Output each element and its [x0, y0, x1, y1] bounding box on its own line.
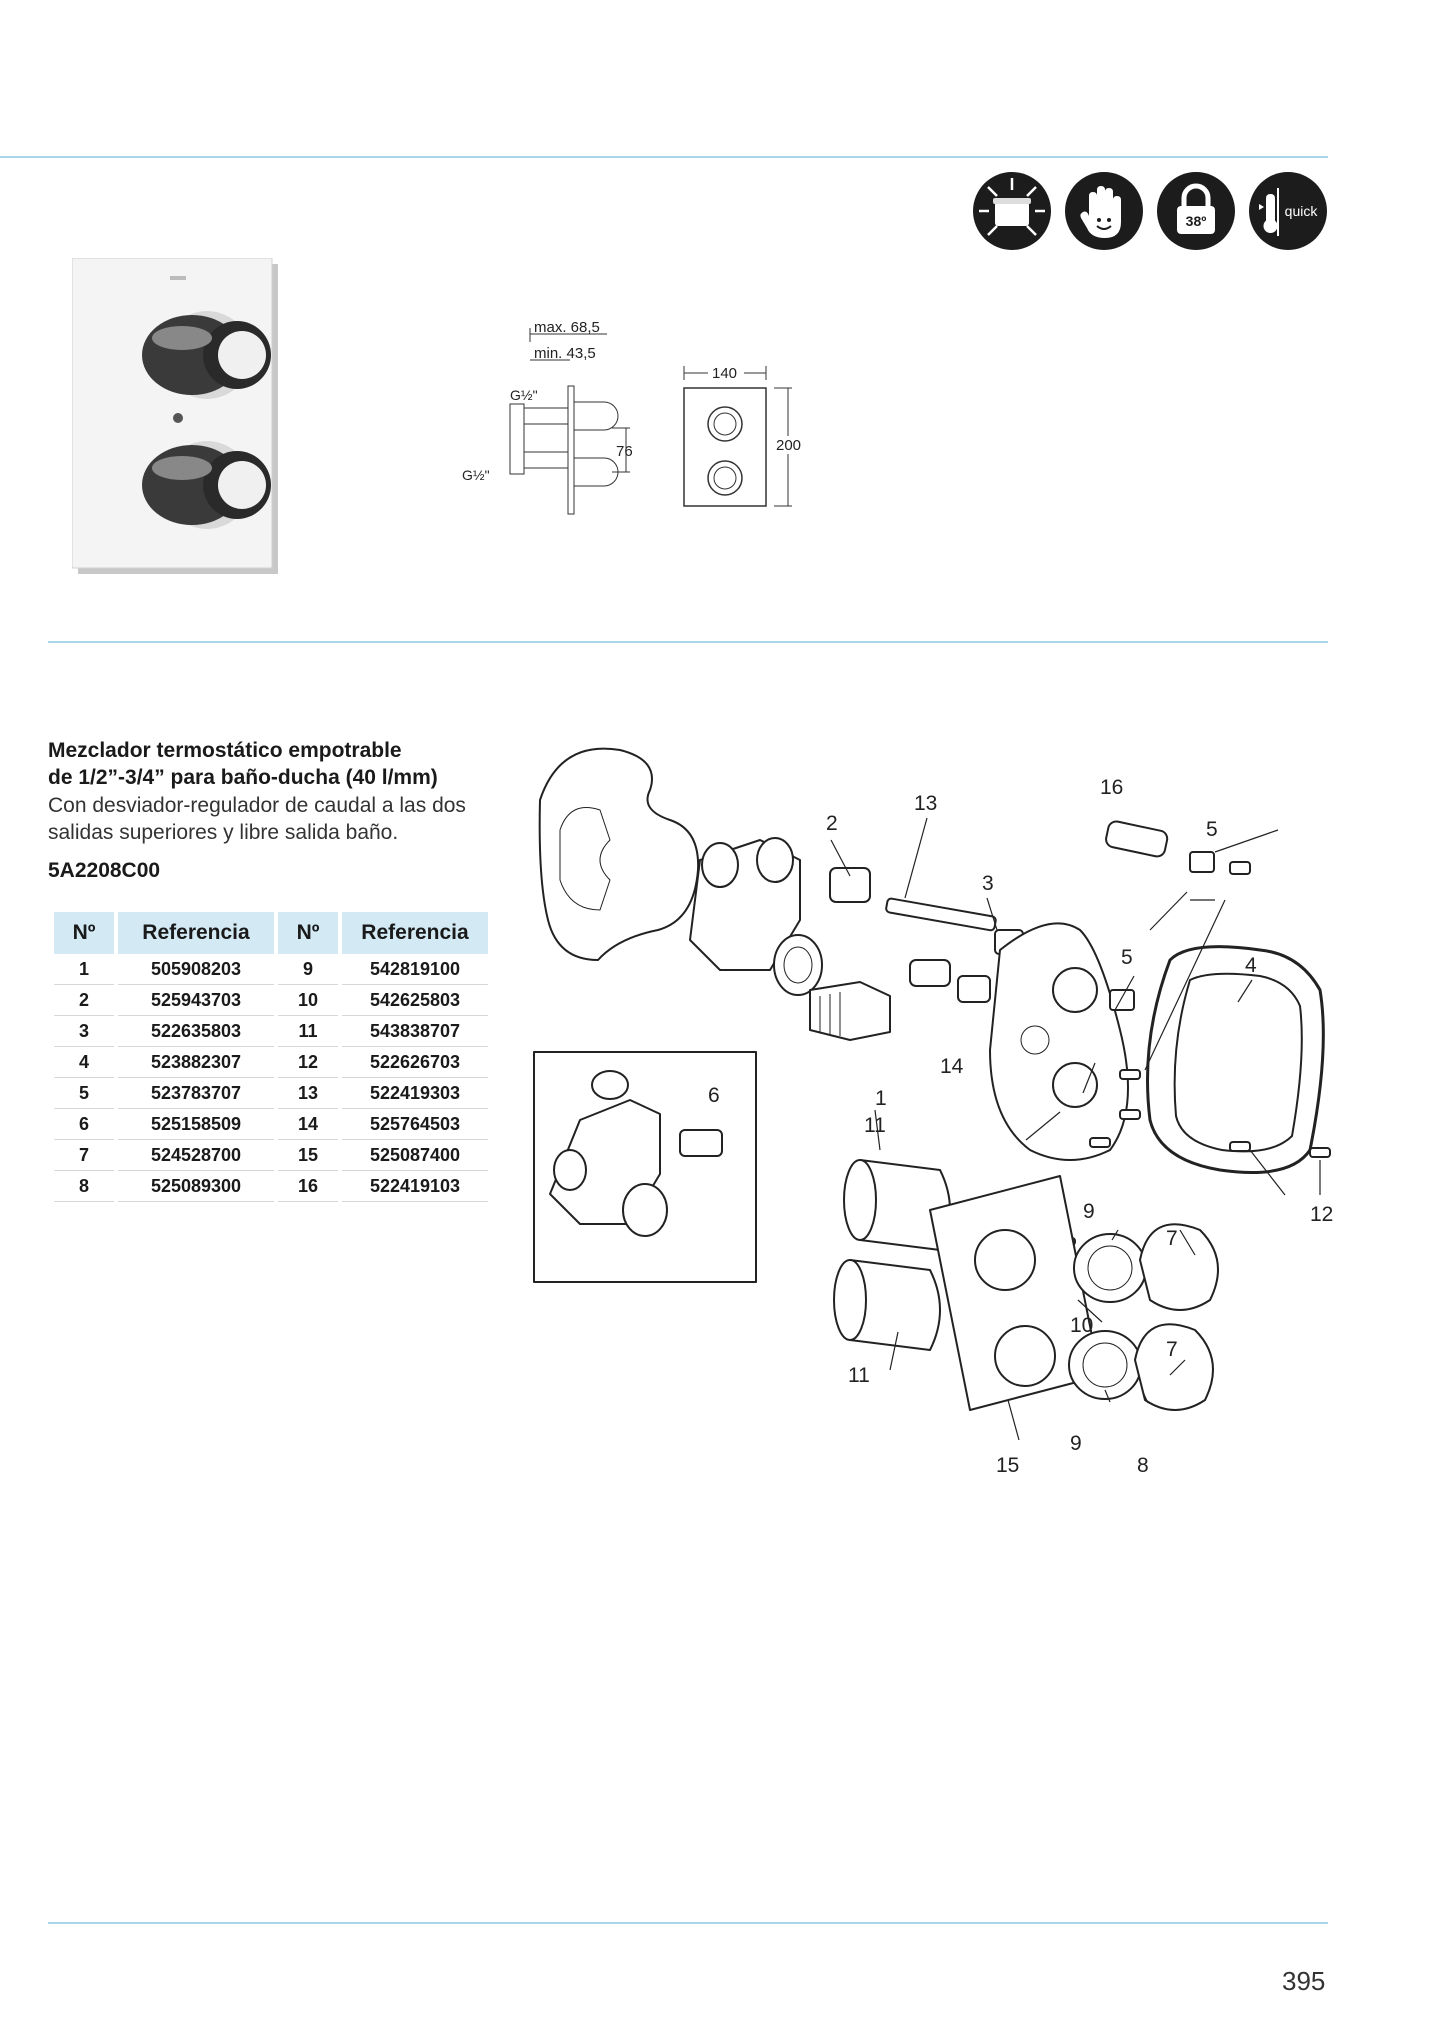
spacing-label: 76	[616, 443, 633, 460]
bottom-rule	[48, 1922, 1328, 1924]
plate-width-label: 140	[712, 365, 737, 382]
reference-cell: 523783707	[118, 1078, 274, 1109]
part-number-cell: 9	[278, 954, 338, 985]
reference-cell: 542625803	[342, 985, 488, 1016]
product-title: Mezclador termostático empotrable de 1/2…	[48, 737, 528, 791]
part-number-cell: 12	[278, 1047, 338, 1078]
part-label: 11	[848, 1364, 870, 1387]
reference-cell: 525158509	[118, 1109, 274, 1140]
part-number-cell: 16	[278, 1171, 338, 1202]
quick-thermometer-icon: quick	[1249, 172, 1327, 250]
part-number-cell: 3	[54, 1016, 114, 1047]
part-number-cell: 11	[278, 1016, 338, 1047]
part-label: 11	[864, 1114, 886, 1137]
part-number-cell: 1	[54, 954, 114, 985]
column-header-number: Nº	[54, 912, 114, 954]
part-label: 6	[708, 1084, 720, 1107]
hot-water-burst-icon	[973, 172, 1051, 250]
product-description: Con desviador-regulador de caudal a las …	[48, 792, 528, 846]
child-safe-hand-icon	[1065, 172, 1143, 250]
thread-top-label: G½"	[510, 387, 538, 403]
part-number-cell: 5	[54, 1078, 114, 1109]
part-label: 5	[1121, 946, 1133, 969]
part-label: 9	[1083, 1200, 1095, 1223]
part-label: 5	[1206, 818, 1218, 841]
column-header-number: Nº	[278, 912, 338, 954]
part-number-cell: 6	[54, 1109, 114, 1140]
reference-cell: 524528700	[118, 1140, 274, 1171]
part-label: 10	[1070, 1314, 1093, 1337]
part-label: 8	[1137, 1454, 1149, 1477]
part-label: 15	[996, 1454, 1019, 1477]
part-label: 16	[1100, 776, 1123, 799]
product-title-line-1: Mezclador termostático empotrable	[48, 739, 402, 762]
product-title-line-2: de 1/2”-3/4” para baño-ducha (40 l/mm)	[48, 766, 438, 789]
part-label: 4	[1245, 954, 1257, 977]
lock-temperature-label: 38º	[1186, 213, 1207, 229]
reference-cell: 525089300	[118, 1171, 274, 1202]
quick-label: quick	[1285, 203, 1319, 219]
part-number-cell: 4	[54, 1047, 114, 1078]
reference-cell: 505908203	[118, 954, 274, 985]
reference-cell: 522419303	[342, 1078, 488, 1109]
max-depth-label: max. 68,5	[534, 319, 600, 336]
column-header-reference: Referencia	[342, 912, 488, 954]
product-description-line-2: salidas superiores y libre salida baño.	[48, 821, 399, 844]
min-depth-label: min. 43,5	[534, 345, 596, 362]
part-label: 7	[1166, 1338, 1178, 1361]
product-code: 5A2208C00	[48, 859, 161, 882]
reference-cell: 522626703	[342, 1047, 488, 1078]
part-label: 3	[982, 872, 994, 895]
column-header-reference: Referencia	[118, 912, 274, 954]
page-number: 395	[1282, 1966, 1326, 1996]
product-description-line-1: Con desviador-regulador de caudal a las …	[48, 794, 466, 817]
part-number-cell: 14	[278, 1109, 338, 1140]
dimension-drawing: max. 68,5 min. 43,5 G½" G½" 76 140 200	[462, 318, 822, 518]
thread-bottom-label: G½"	[462, 467, 490, 483]
temperature-lock-icon: 38º	[1157, 172, 1235, 250]
plate-height-label: 200	[776, 437, 801, 454]
part-label: 2	[826, 812, 838, 835]
reference-cell: 525764503	[342, 1109, 488, 1140]
reference-cell: 522419103	[342, 1171, 488, 1202]
reference-cell: 525943703	[118, 985, 274, 1016]
part-label: 7	[1166, 1227, 1178, 1250]
part-number-cell: 10	[278, 985, 338, 1016]
part-label: 9	[1070, 1432, 1082, 1455]
top-rule	[0, 156, 1328, 158]
part-label: 1	[875, 1087, 887, 1110]
part-number-cell: 13	[278, 1078, 338, 1109]
table-header-row: Nº Referencia Nº Referencia	[54, 912, 488, 954]
part-label: 12	[1310, 1203, 1333, 1226]
reference-cell: 523882307	[118, 1047, 274, 1078]
reference-cell: 542819100	[342, 954, 488, 985]
reference-cell: 525087400	[342, 1140, 488, 1171]
part-number-cell: 2	[54, 985, 114, 1016]
part-label: 13	[914, 792, 937, 815]
part-number-cell: 8	[54, 1171, 114, 1202]
middle-rule	[48, 641, 1328, 643]
part-number-cell: 7	[54, 1140, 114, 1171]
reference-cell: 543838707	[342, 1016, 488, 1047]
part-number-cell: 15	[278, 1140, 338, 1171]
product-photo	[71, 257, 282, 578]
part-label: 14	[940, 1055, 964, 1078]
reference-cell: 522635803	[118, 1016, 274, 1047]
exploded-parts-diagram: 1 2 3 4 5 5 6 7 7 8 9 9 10 11 11 12 13 1…	[530, 740, 1350, 1480]
